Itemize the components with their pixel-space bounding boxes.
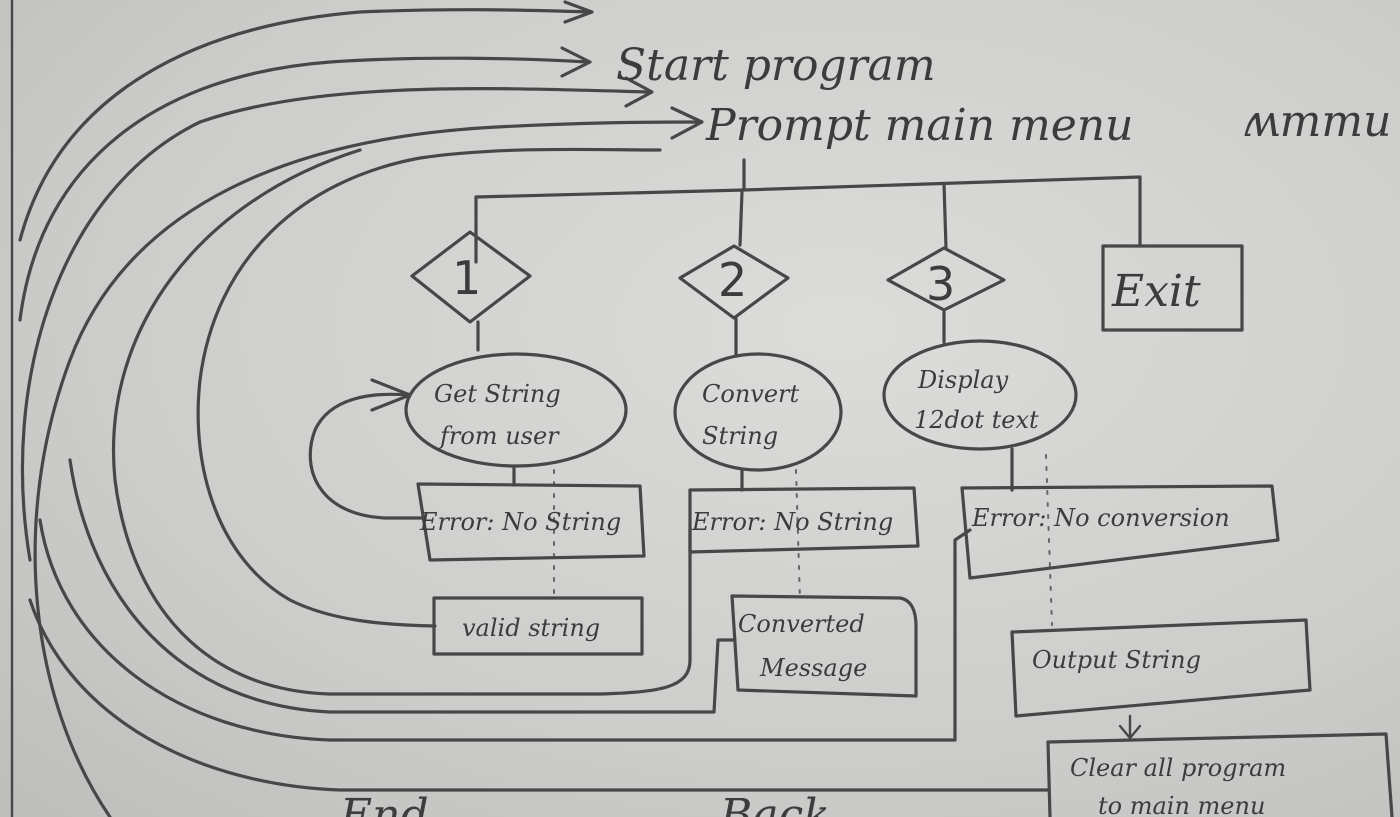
error-no-string-1: Error: No String — [419, 508, 621, 536]
error-box-3 — [960, 484, 1280, 580]
squiggle-mark: ʍmmu — [1242, 96, 1391, 147]
valid-string-label: valid string — [462, 614, 600, 642]
arrowhead-2 — [560, 46, 592, 78]
return-arc-2 — [18, 56, 590, 322]
converted-line-2: Message — [759, 654, 867, 682]
start-program-label: Start program — [616, 40, 936, 91]
get-string-line-1: Get String — [434, 380, 561, 408]
clear-line-1: Clear all program — [1070, 754, 1286, 782]
decision-diamond-3 — [886, 246, 1006, 312]
exit-box — [1101, 244, 1244, 332]
arrowhead-1 — [563, 0, 594, 24]
option-2-label: 2 — [718, 253, 747, 307]
clear-line-2: to main menu — [1098, 792, 1265, 817]
valid-string-box — [432, 596, 644, 656]
error-box-2 — [688, 486, 920, 554]
arrowhead-4 — [670, 106, 704, 140]
process-display — [882, 339, 1078, 451]
decision-diamond-2 — [678, 244, 790, 320]
get-string-line-2: from user — [438, 422, 560, 450]
bottom-fragment-back: Back — [719, 790, 830, 817]
converted-box — [730, 594, 918, 698]
dotted-3 — [1045, 454, 1053, 626]
decision-diamond-1 — [410, 230, 532, 324]
return-from-error-3 — [38, 518, 972, 742]
conn-output-clear-arrow — [1118, 724, 1142, 740]
display-line-1: Display — [917, 366, 1009, 394]
convert-line-1: Convert — [702, 380, 800, 408]
branch-3 — [942, 182, 948, 250]
error-box-1 — [416, 482, 646, 562]
dotted-2 — [795, 469, 801, 601]
error-no-string-2: Error: No String — [691, 508, 893, 536]
option-1-label: 1 — [452, 251, 481, 305]
process-convert — [673, 352, 843, 472]
retry-arrowhead — [370, 378, 412, 412]
arrowhead-3 — [624, 76, 654, 108]
converted-line-1: Converted — [738, 610, 865, 638]
display-line-2: 12dot text — [914, 406, 1039, 434]
branch-bar — [474, 175, 1142, 264]
exit-label: Exit — [1111, 266, 1201, 317]
return-from-clear — [28, 598, 1050, 792]
process-get-string — [404, 352, 628, 468]
retry-loop — [308, 392, 427, 520]
return-arc-3 — [20, 87, 652, 562]
clear-box — [1046, 732, 1394, 817]
return-from-valid — [196, 147, 662, 628]
convert-line-2: String — [702, 422, 778, 450]
return-from-converted — [68, 458, 737, 714]
return-from-error-2 — [112, 148, 692, 696]
option-3-label: 3 — [926, 257, 955, 311]
branch-2 — [738, 190, 744, 247]
output-box — [1010, 618, 1312, 718]
main-menu-label: Prompt main menu — [705, 100, 1133, 151]
bottom-fragment-end: End — [339, 790, 429, 817]
output-string-label: Output String — [1032, 646, 1201, 674]
error-no-conversion: Error: No conversion — [971, 504, 1230, 532]
return-arc-1 — [18, 8, 592, 242]
